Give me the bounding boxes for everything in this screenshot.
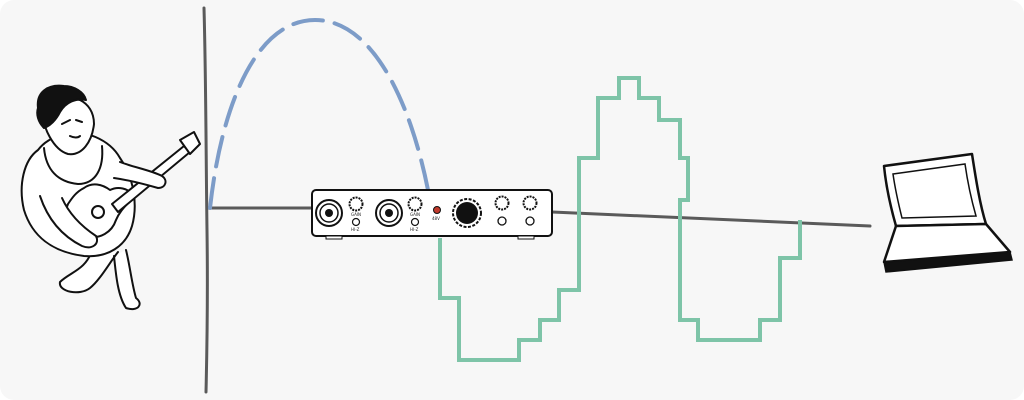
guitarist-hair [36, 84, 87, 129]
headphone-button-2 [525, 216, 535, 226]
hiz-label-1: HI-Z [351, 227, 360, 232]
guitarist-illustration [20, 84, 201, 310]
guitarist-tanktop-detail [43, 145, 104, 185]
interface-body [311, 189, 553, 237]
monitor-volume-knob-cap [456, 202, 478, 224]
hiz-button-1 [351, 217, 361, 227]
combo-input-1 [315, 199, 343, 227]
headphone-knob-2 [522, 195, 538, 211]
laptop-screen-inner [892, 163, 977, 219]
gain-label-2: GAIN [410, 212, 420, 217]
guitar-headstock [179, 131, 201, 155]
guitar-soundhole [91, 205, 105, 219]
guitarist-arm-left [39, 195, 98, 249]
guitarist-arm-right [113, 161, 167, 189]
laptop-keyboard-edge [883, 251, 1013, 273]
guitarist-legs [58, 249, 141, 310]
phantom-power-label: 48V [432, 216, 440, 221]
vertical-axis [202, 6, 209, 394]
headphone-button-1 [497, 216, 507, 226]
gain-label-1: GAIN [351, 212, 361, 217]
audio-interface: GAIN HI-Z GAIN HI-Z 48V [311, 189, 553, 240]
digital-waveform [438, 76, 802, 362]
hiz-button-2 [410, 217, 420, 227]
interface-foot-right [517, 235, 535, 240]
gain-knob-2 [407, 196, 423, 212]
combo-input-2 [375, 199, 403, 227]
hiz-label-2: HI-Z [410, 227, 419, 232]
horizontal-baseline [206, 206, 872, 228]
guitarist-face [61, 119, 83, 139]
analog-waveform [208, 17, 430, 210]
phantom-power-led [433, 206, 441, 214]
headphone-knob-1 [494, 195, 510, 211]
gain-knob-1 [348, 196, 364, 212]
interface-foot-left [325, 235, 343, 240]
laptop-icon [882, 152, 1013, 273]
